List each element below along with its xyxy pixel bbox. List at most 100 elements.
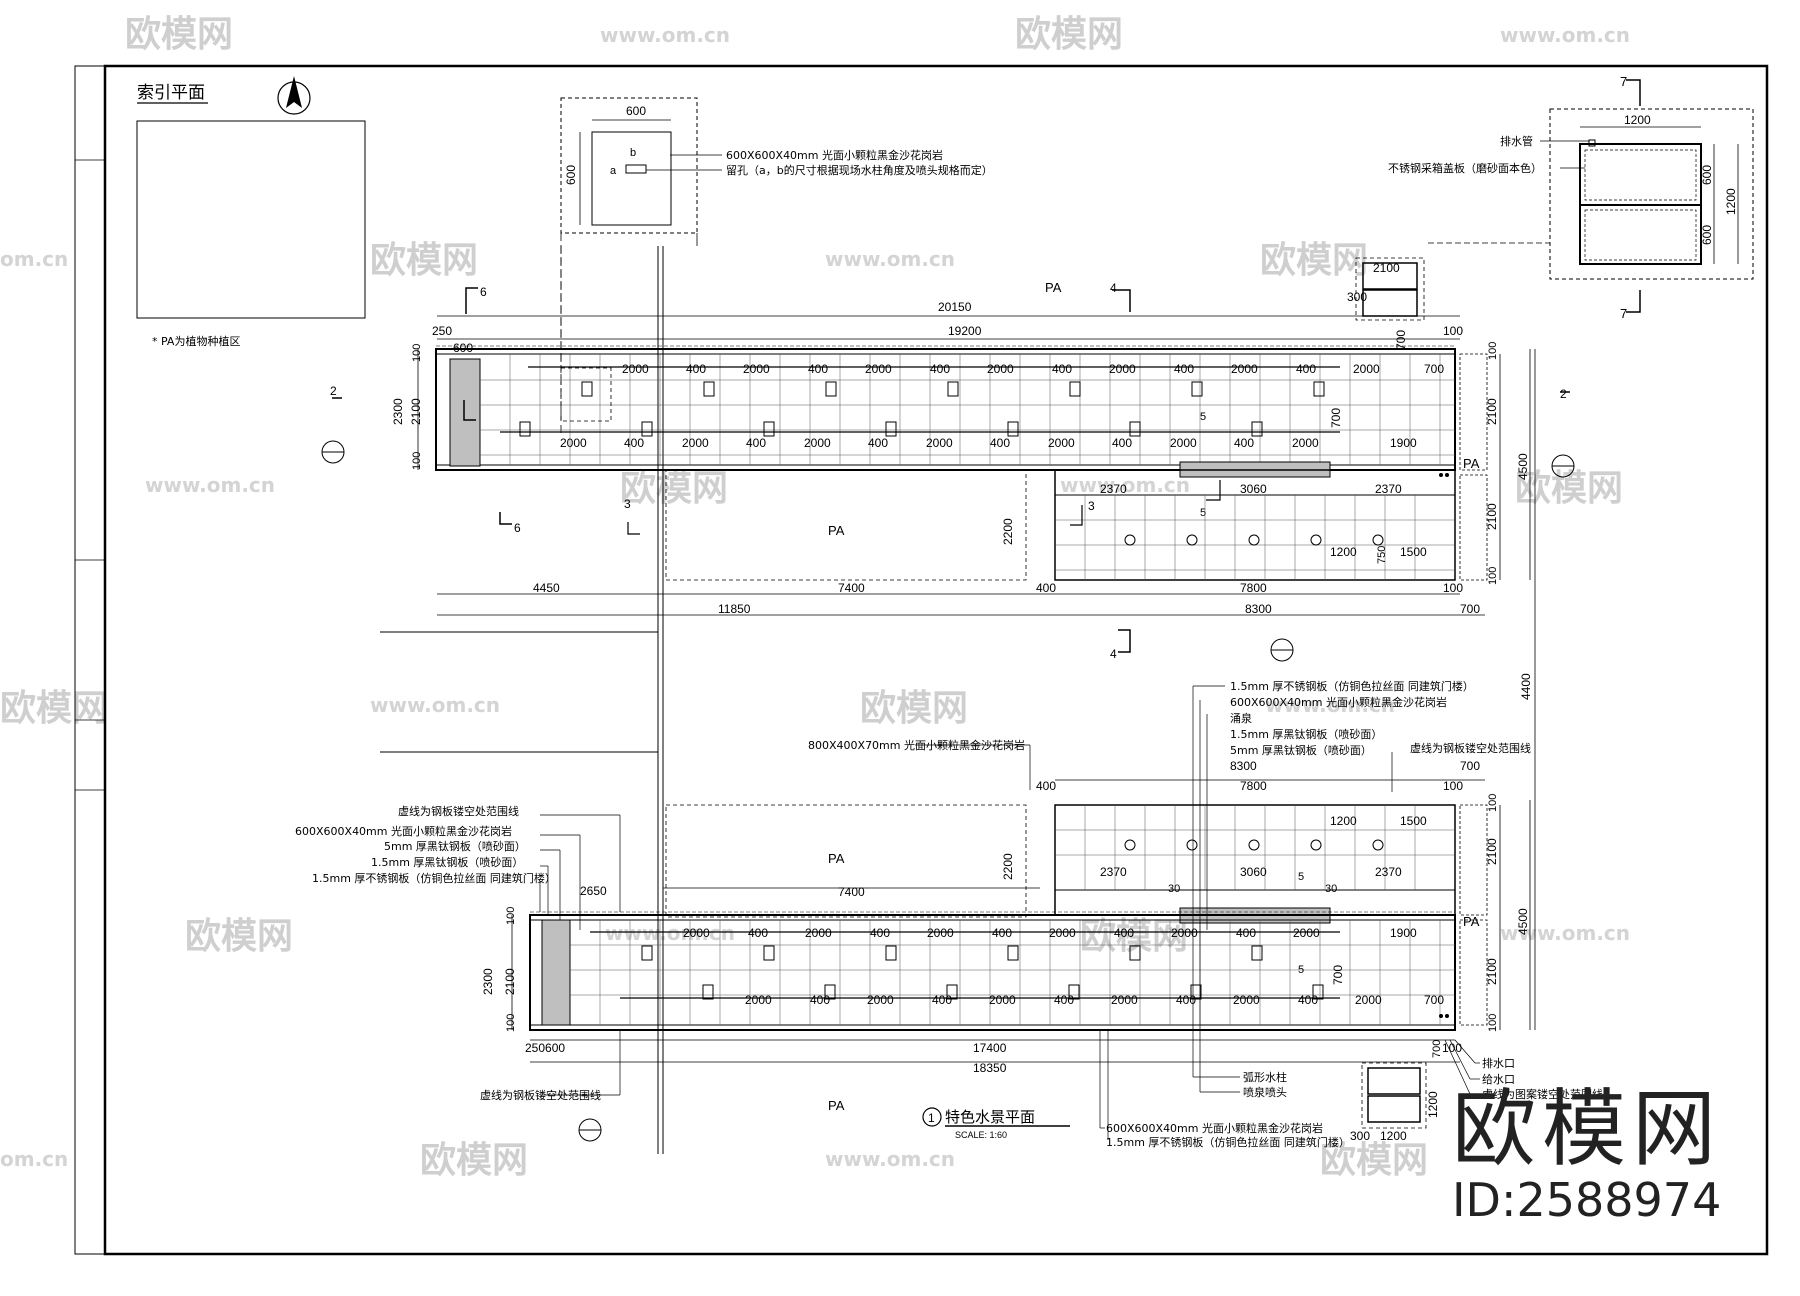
svg-text:欧模网: 欧模网	[620, 468, 728, 509]
svg-text:600X600X40mm 光面小颗粒黑金沙花岗岩: 600X600X40mm 光面小颗粒黑金沙花岗岩	[1230, 695, 1447, 709]
svg-text:欧模网: 欧模网	[125, 14, 233, 55]
svg-text:不锈钢采箱盖板（磨砂面本色）: 不锈钢采箱盖板（磨砂面本色）	[1388, 161, 1542, 175]
watermark-layer: 欧模网 欧模网 欧模网 欧模网 欧模网 欧模网 欧模网 欧模网 欧模网 欧模网 …	[0, 14, 1630, 1181]
svg-text:700: 700	[1424, 362, 1444, 376]
svg-text:1.5mm 厚黑钛钢板（喷砂面）: 1.5mm 厚黑钛钢板（喷砂面）	[371, 855, 523, 869]
svg-text:2000: 2000	[1111, 993, 1138, 1007]
plan-scale: SCALE: 1:60	[955, 1130, 1007, 1140]
svg-text:400: 400	[748, 926, 768, 940]
svg-text:2000: 2000	[1170, 436, 1197, 450]
svg-text:2370: 2370	[1375, 865, 1402, 879]
svg-text:1: 1	[928, 1111, 935, 1125]
svg-text:30: 30	[1325, 883, 1337, 895]
svg-text:1200: 1200	[1426, 1091, 1440, 1118]
svg-text:400: 400	[870, 926, 890, 940]
svg-text:PA: PA	[1463, 456, 1480, 471]
svg-text:给水口: 给水口	[1482, 1073, 1515, 1086]
svg-text:虚线为图案镂空处范围线: 虚线为图案镂空处范围线	[1482, 1087, 1603, 1101]
svg-text:400: 400	[746, 436, 766, 450]
nozzle-icons-upper	[519, 381, 1325, 437]
svg-text:2300: 2300	[481, 968, 495, 995]
svg-text:7: 7	[1620, 74, 1627, 89]
upper-plan: PA 4 6 20150 19200 250 600 100 2100 300 …	[321, 246, 1575, 1154]
svg-text:2300: 2300	[391, 398, 405, 425]
svg-text:400: 400	[686, 362, 706, 376]
svg-text:www.om.cn: www.om.cn	[825, 1147, 955, 1171]
callouts: 1.5mm 厚不锈钢板（仿铜色拉丝面 同建筑门楼） 600X600X40mm 光…	[295, 679, 1603, 1149]
svg-text:7400: 7400	[838, 581, 865, 595]
svg-text:17400: 17400	[973, 1041, 1007, 1055]
svg-text:1200: 1200	[1380, 1129, 1407, 1143]
upper-row2-labels: 2000 400 2000 400 2000 400 2000 400 2000…	[560, 436, 1417, 450]
svg-text:400: 400	[990, 436, 1010, 450]
svg-text:PA: PA	[828, 523, 845, 538]
svg-text:400: 400	[808, 362, 828, 376]
upper-row1-labels: 2000 400 2000 400 2000 400 2000 400 2000…	[622, 362, 1444, 376]
svg-text:100: 100	[505, 907, 517, 925]
svg-text:30: 30	[1168, 883, 1180, 895]
svg-text:2650: 2650	[580, 884, 607, 898]
svg-text:1500: 1500	[1400, 545, 1427, 559]
svg-text:400: 400	[810, 993, 830, 1007]
svg-text:www.om.cn: www.om.cn	[145, 473, 275, 497]
svg-text:4: 4	[1110, 281, 1117, 295]
svg-text:100: 100	[1487, 794, 1499, 812]
svg-text:7: 7	[1620, 306, 1627, 321]
svg-text:2000: 2000	[1292, 436, 1319, 450]
lower-plan: 400 7800 100 8300 700 PA 2200 7400 2650 …	[481, 759, 1531, 1143]
svg-text:2100: 2100	[1485, 503, 1499, 530]
svg-text:700: 700	[1424, 993, 1444, 1007]
svg-text:6: 6	[480, 285, 487, 299]
svg-text:5: 5	[1200, 411, 1206, 423]
svg-text:虚线为钢板镂空处范围线: 虚线为钢板镂空处范围线	[480, 1088, 601, 1102]
svg-text:400: 400	[1052, 362, 1072, 376]
svg-text:4500: 4500	[1516, 908, 1530, 935]
svg-text:1900: 1900	[1390, 926, 1417, 940]
svg-text:6: 6	[514, 521, 521, 535]
svg-text:600: 600	[564, 165, 578, 185]
svg-text:250600: 250600	[525, 1041, 565, 1055]
stone-detail: 600 600 b a 600X600X40mm 光面小颗粒黑金沙花岗岩 留孔（…	[560, 97, 993, 434]
svg-text:100: 100	[411, 452, 423, 470]
svg-text:2000: 2000	[1048, 436, 1075, 450]
svg-text:欧模网: 欧模网	[1260, 240, 1368, 281]
svg-text:PA: PA	[828, 1098, 845, 1113]
svg-text:5: 5	[1298, 964, 1304, 976]
svg-text:www.om.cn: www.om.cn	[600, 23, 730, 47]
svg-text:250: 250	[432, 324, 452, 338]
svg-text:2000: 2000	[622, 362, 649, 376]
svg-text:1.5mm 厚不锈钢板（仿铜色拉丝面 同建筑门楼）: 1.5mm 厚不锈钢板（仿铜色拉丝面 同建筑门楼）	[312, 871, 556, 885]
svg-text:4500: 4500	[1516, 453, 1530, 480]
svg-text:欧模网: 欧模网	[370, 240, 478, 281]
svg-text:2000: 2000	[989, 993, 1016, 1007]
svg-text:2000: 2000	[745, 993, 772, 1007]
svg-text:a: a	[610, 165, 617, 177]
svg-text:400: 400	[932, 993, 952, 1007]
svg-text:600X600X40mm 光面小颗粒黑金沙花岗岩: 600X600X40mm 光面小颗粒黑金沙花岗岩	[726, 148, 943, 162]
svg-text:2000: 2000	[1293, 926, 1320, 940]
lower-pool-grid	[570, 920, 1455, 1025]
svg-text:2000: 2000	[926, 436, 953, 450]
svg-text:700: 700	[1329, 408, 1343, 428]
svg-text:2000: 2000	[682, 436, 709, 450]
svg-text:2000: 2000	[683, 926, 710, 940]
svg-text:400: 400	[624, 436, 644, 450]
svg-text:2370: 2370	[1100, 865, 1127, 879]
watermark-logo: 欧模网 欧模网 欧模网 欧模网 欧模网 欧模网 欧模网 欧模网 欧模网 欧模网 …	[0, 14, 1623, 1181]
svg-text:2200: 2200	[1001, 518, 1015, 545]
svg-text:2000: 2000	[1109, 362, 1136, 376]
svg-text:2000: 2000	[804, 436, 831, 450]
svg-text:虚线为钢板镂空处范围线: 虚线为钢板镂空处范围线	[1410, 741, 1531, 755]
svg-text:100: 100	[505, 1014, 517, 1032]
section-callout-icon	[321, 440, 345, 464]
svg-text:2000: 2000	[1355, 993, 1382, 1007]
svg-text:800X400X70mm 光面小颗粒黑金沙花岗岩: 800X400X70mm 光面小颗粒黑金沙花岗岩	[808, 738, 1025, 752]
svg-text:1900: 1900	[1390, 436, 1417, 450]
svg-text:11850: 11850	[718, 602, 751, 616]
svg-text:2370: 2370	[1375, 482, 1402, 496]
svg-text:PA: PA	[828, 851, 845, 866]
svg-text:2370: 2370	[1100, 482, 1127, 496]
svg-text:www.om.cn: www.om.cn	[1500, 23, 1630, 47]
svg-text:400: 400	[1298, 993, 1318, 1007]
